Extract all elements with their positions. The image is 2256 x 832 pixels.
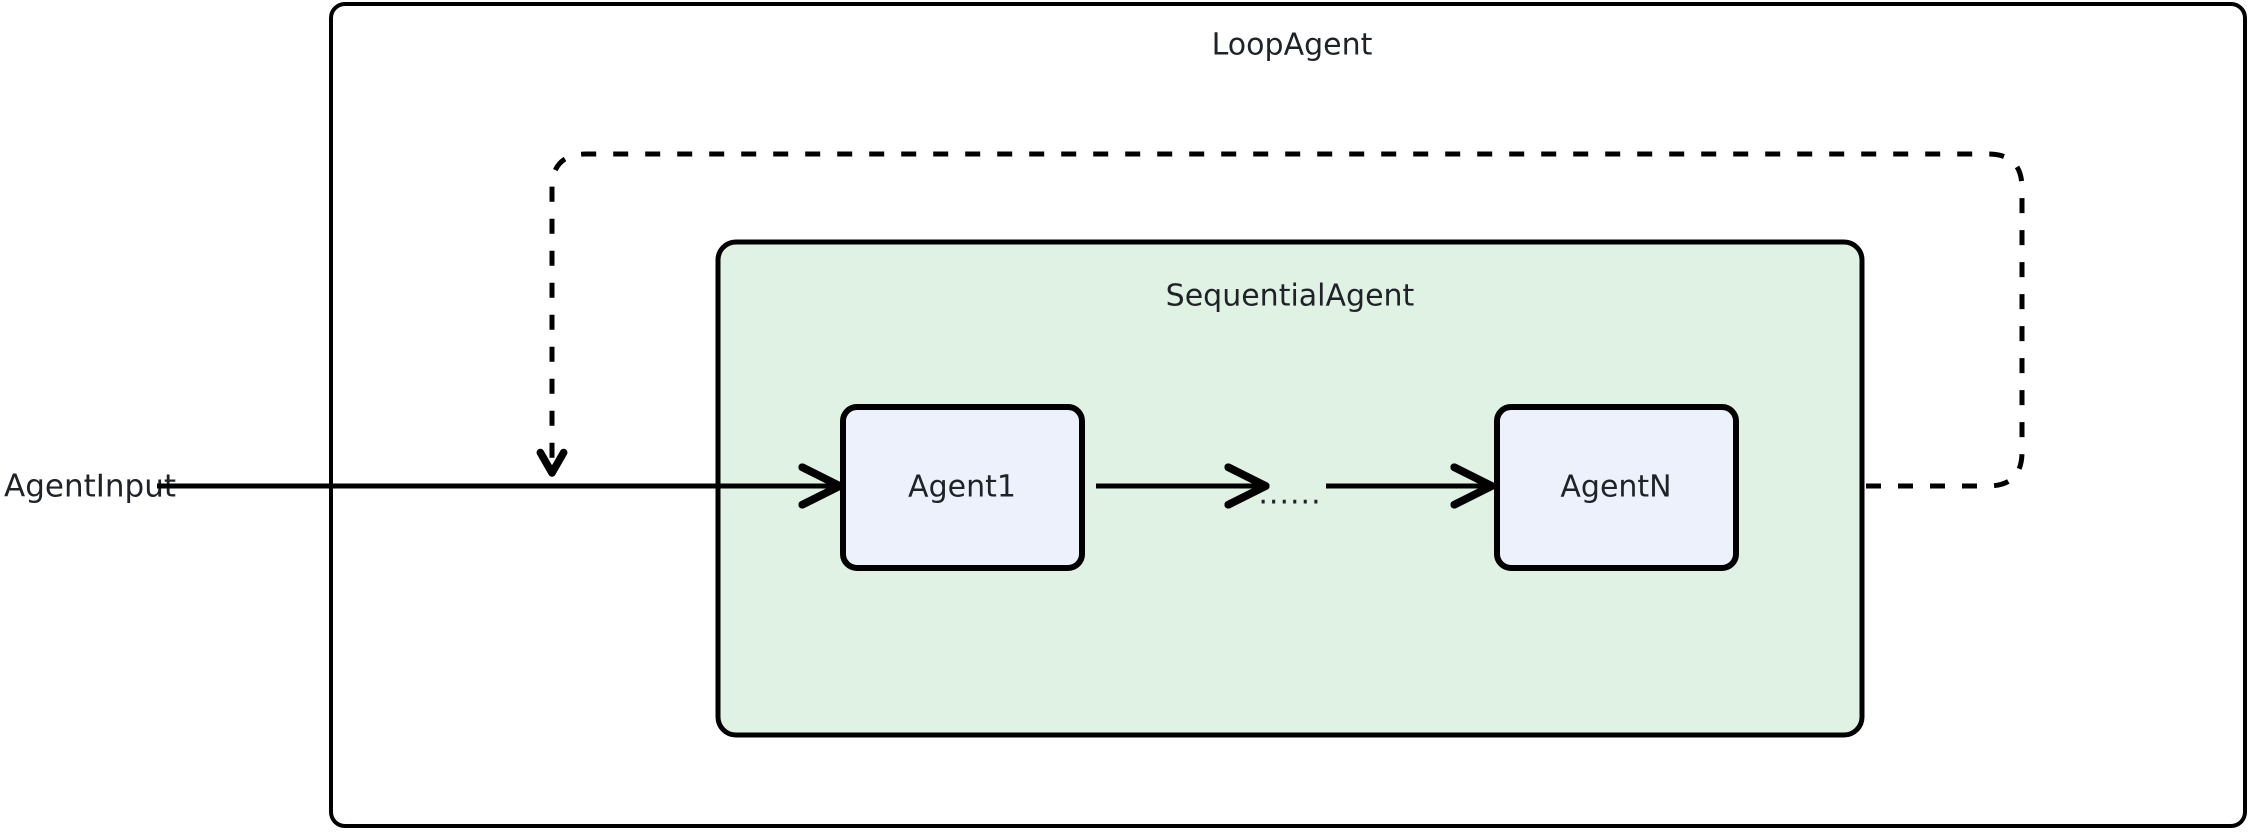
loop-back-edge[interactable] [536,151,2025,489]
sequential-agent-label: SequentialAgent [1166,279,1415,314]
ellipsis-label: ...... [1258,477,1321,512]
agent1-label: Agent1 [908,470,1016,505]
agent-input-label: AgentInput [4,469,176,505]
agentN-node[interactable] [1494,404,1739,571]
agent1-node[interactable] [840,404,1085,571]
loop-agent-label: LoopAgent [1212,28,1373,63]
agentN-label: AgentN [1560,470,1671,505]
